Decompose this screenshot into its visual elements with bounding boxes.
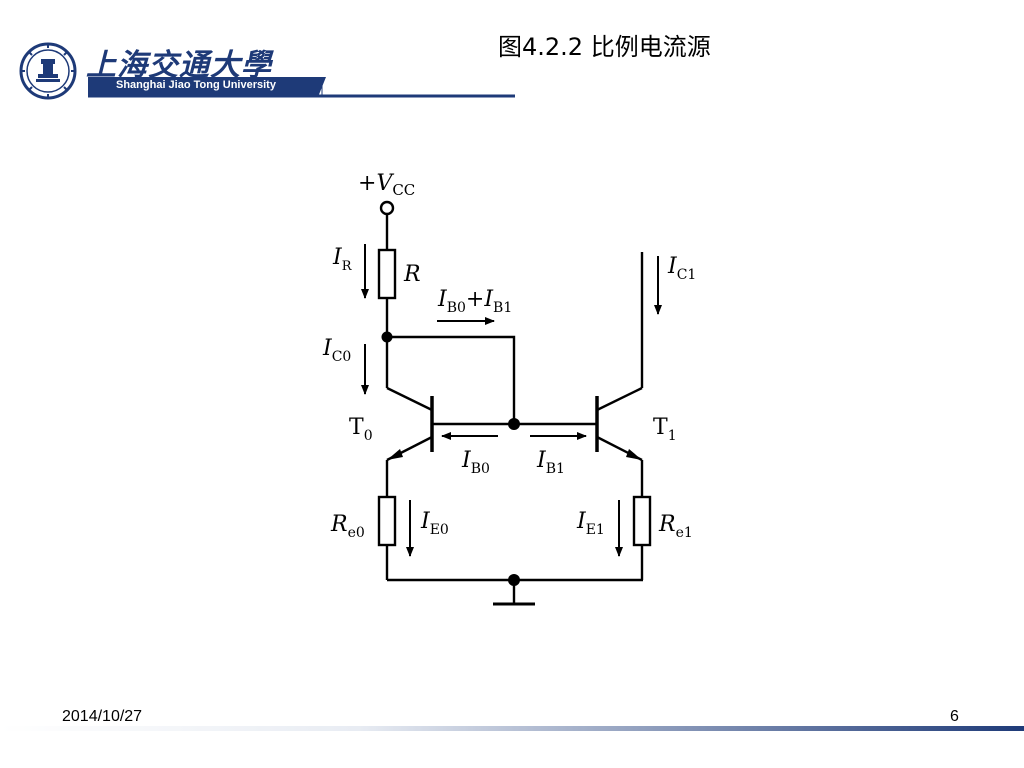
junction-base	[508, 418, 520, 430]
university-name-chinese: 上海交通大學	[86, 48, 272, 83]
label-t0: T0	[349, 415, 373, 444]
junction-collector0	[381, 331, 393, 343]
resistor-re1	[632, 495, 652, 547]
resistor-re0	[377, 495, 397, 547]
t1-collector	[596, 386, 643, 412]
resistor-r	[377, 248, 397, 300]
label-ib0: IB0	[461, 448, 490, 477]
label-ic1: IC1	[667, 254, 696, 283]
label-re1: Re1	[658, 512, 693, 541]
label-ib1: IB1	[536, 448, 565, 477]
label-vcc: +VCC	[358, 171, 415, 199]
t0-collector	[386, 386, 433, 412]
junction-ground	[508, 574, 520, 586]
header-band	[88, 77, 515, 98]
slide-title: 图4.2.2 比例电流源	[498, 33, 711, 61]
page-number: 6	[950, 708, 959, 725]
label-ie1: IE1	[576, 509, 605, 538]
header-tab	[88, 77, 326, 97]
label-ib-sum: IB0+IB1	[437, 287, 512, 316]
wire-collector-to-base	[387, 335, 516, 424]
label-ie0: IE0	[420, 509, 449, 538]
university-seal-icon	[19, 42, 77, 100]
label-t1: T1	[653, 415, 677, 444]
footer-rule	[0, 726, 1024, 731]
footer-date: 2014/10/27	[62, 708, 143, 725]
t1-emitter-arrow	[626, 449, 642, 460]
label-ir: IR	[332, 245, 353, 274]
label-r: R	[403, 262, 421, 287]
vcc-terminal	[379, 200, 395, 216]
label-ic0: IC0	[322, 336, 351, 365]
label-re0: Re0	[330, 512, 365, 541]
t0-emitter-arrow	[387, 449, 403, 460]
university-name-english: Shanghai Jiao Tong University	[116, 79, 276, 91]
